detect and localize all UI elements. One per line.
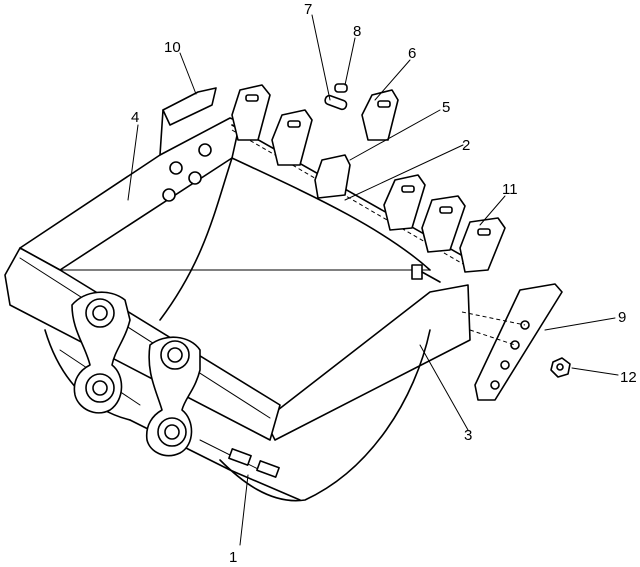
callout-4: 4 (131, 109, 139, 126)
left-side-plate (19, 117, 241, 271)
nut (550, 357, 571, 378)
hinge-brackets (71, 291, 201, 457)
side-cutter-right (461, 283, 563, 401)
bolt (411, 264, 441, 283)
rear-rim-bar (4, 247, 281, 441)
side-plate-bolts (162, 143, 212, 202)
callout-11: 11 (502, 181, 518, 198)
callout-9: 9 (618, 309, 626, 326)
callout-8: 8 (353, 23, 361, 40)
callout-7: 7 (304, 1, 312, 18)
callout-2: 2 (462, 137, 470, 154)
leader-lines (127, 14, 619, 546)
left-side-cutter (162, 87, 217, 126)
teeth (231, 84, 506, 273)
callout-1: 1 (229, 549, 237, 566)
callout-12: 12 (620, 369, 637, 386)
tooth-pin-and-lock (324, 83, 348, 111)
right-side-plate (264, 284, 471, 441)
callout-6: 6 (408, 45, 416, 62)
bucket-floor-curve (159, 157, 233, 321)
callout-3: 3 (464, 427, 472, 444)
callout-labels: 1 2 3 4 5 6 7 8 9 10 11 12 (131, 1, 637, 566)
callout-10: 10 (164, 39, 181, 56)
callout-5: 5 (442, 99, 450, 116)
